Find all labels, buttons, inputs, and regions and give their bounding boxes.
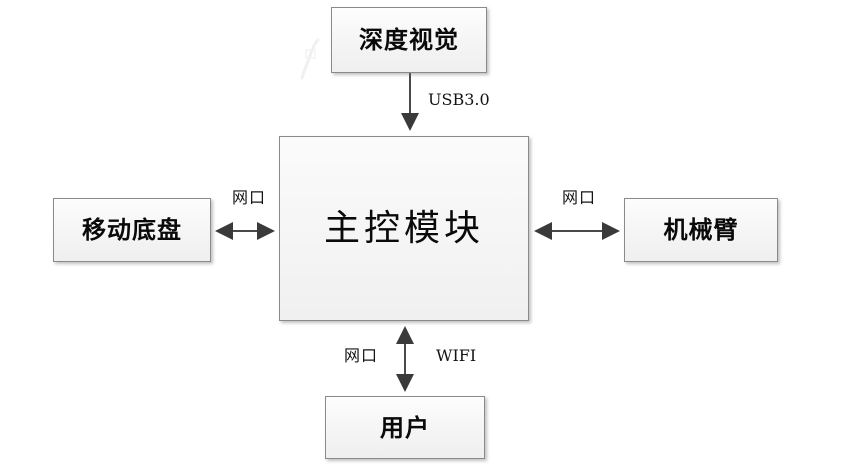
node-mobile-chassis[interactable]: 移动底盘: [53, 198, 211, 262]
node-depth-vision[interactable]: 深度视觉: [331, 7, 487, 73]
node-robot-arm[interactable]: 机械臂: [624, 198, 778, 262]
node-depth-vision-label: 深度视觉: [359, 25, 459, 54]
node-mobile-chassis-label: 移动底盘: [82, 215, 182, 244]
edge-label-usb3: USB3.0: [428, 90, 490, 109]
edge-label-net-port-left: 网口: [232, 188, 267, 207]
edge-label-net-port-bottom: 网口: [344, 346, 379, 365]
node-main-control[interactable]: 主控模块: [279, 136, 529, 321]
edge-label-net-port-right: 网口: [562, 188, 597, 207]
node-main-control-label: 主控模块: [323, 207, 484, 249]
edge-label-wifi: WIFI: [436, 346, 477, 365]
node-robot-arm-label: 机械臂: [663, 215, 739, 244]
node-user-label: 用户: [380, 412, 430, 442]
node-user[interactable]: 用户: [325, 396, 485, 459]
